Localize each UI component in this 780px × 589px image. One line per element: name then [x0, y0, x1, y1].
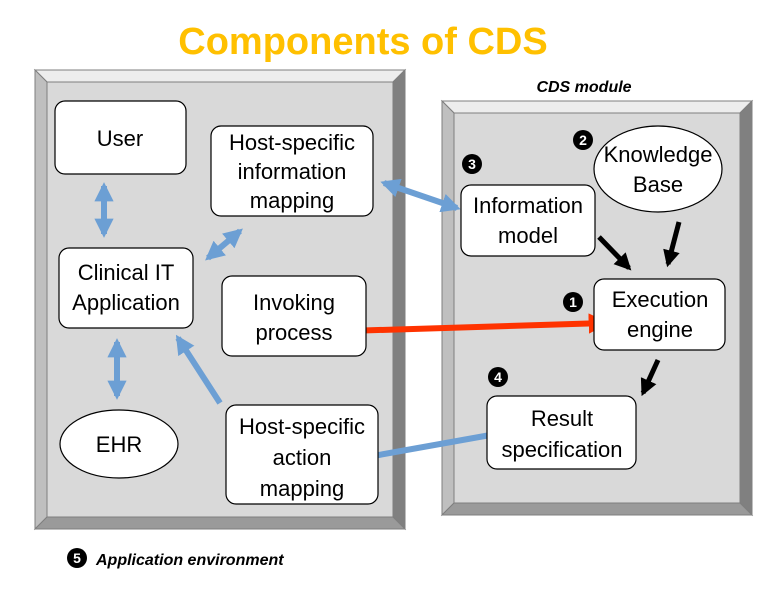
- node-host-info-line3: mapping: [250, 188, 334, 213]
- arrow-invoking-execution: [346, 313, 610, 334]
- node-invoking-line2: process: [255, 320, 332, 345]
- node-clinical-line2: Application: [72, 290, 180, 315]
- node-user: User: [54, 100, 187, 175]
- arrow-execution-result: [640, 358, 661, 397]
- node-ehr-label: EHR: [96, 432, 142, 457]
- node-host-action-line3: mapping: [260, 476, 344, 501]
- node-infomodel-line1: Information: [473, 193, 583, 218]
- arrow-host-info-information-model: [380, 178, 461, 213]
- node-knowledge-line2: Base: [633, 172, 683, 197]
- node-user-label: User: [97, 126, 143, 151]
- marker-3-label: 3: [468, 156, 476, 172]
- node-information-model: Information model: [460, 184, 596, 257]
- marker-result-specification: 4: [488, 367, 508, 387]
- node-knowledge-line1: Knowledge: [604, 142, 713, 167]
- node-result-line2: specification: [501, 437, 622, 462]
- arrow-result-host-action: [358, 431, 497, 465]
- node-host-info-line1: Host-specific: [229, 130, 355, 155]
- marker-execution-engine: 1: [563, 292, 583, 312]
- arrows: [94, 178, 682, 465]
- marker-2-label: 2: [579, 132, 587, 148]
- node-execution-engine: Execution engine: [593, 278, 726, 351]
- node-result-line1: Result: [531, 406, 593, 431]
- marker-information-model: 3: [462, 154, 482, 174]
- cds-module-label: CDS module: [536, 79, 631, 96]
- node-invoking-process: Invoking process: [221, 275, 367, 357]
- arrow-knowledge-execution: [663, 221, 682, 268]
- node-host-action-line2: action: [273, 445, 332, 470]
- node-host-action-mapping: Host-specific action mapping: [225, 404, 379, 505]
- node-result-specification: Result specification: [486, 395, 637, 470]
- application-environment-caption: 5 Application environment: [67, 548, 284, 569]
- node-invoking-line1: Invoking: [253, 290, 335, 315]
- arrow-clinical-host-info: [205, 228, 243, 261]
- marker-4-label: 4: [494, 369, 502, 385]
- node-host-action-line1: Host-specific: [239, 414, 365, 439]
- node-execution-line2: engine: [627, 317, 693, 342]
- node-execution-line1: Execution: [612, 287, 709, 312]
- node-ehr: EHR: [59, 409, 179, 479]
- node-host-information-mapping: Host-specific information mapping: [210, 125, 374, 217]
- marker-1-label: 1: [569, 294, 577, 310]
- node-infomodel-line2: model: [498, 223, 558, 248]
- marker-5-label: 5: [73, 550, 81, 566]
- node-clinical-line1: Clinical IT: [78, 260, 175, 285]
- application-environment-label: Application environment: [95, 552, 284, 569]
- node-clinical-it-application: Clinical IT Application: [58, 247, 194, 329]
- node-knowledge-base: Knowledge Base: [593, 125, 723, 213]
- node-host-info-line2: information: [238, 159, 347, 184]
- arrow-host-action-clinical: [175, 334, 223, 405]
- marker-knowledge-base: 2: [573, 130, 593, 150]
- diagram-title: Components of CDS: [178, 21, 547, 63]
- arrow-information-model-execution: [597, 235, 632, 271]
